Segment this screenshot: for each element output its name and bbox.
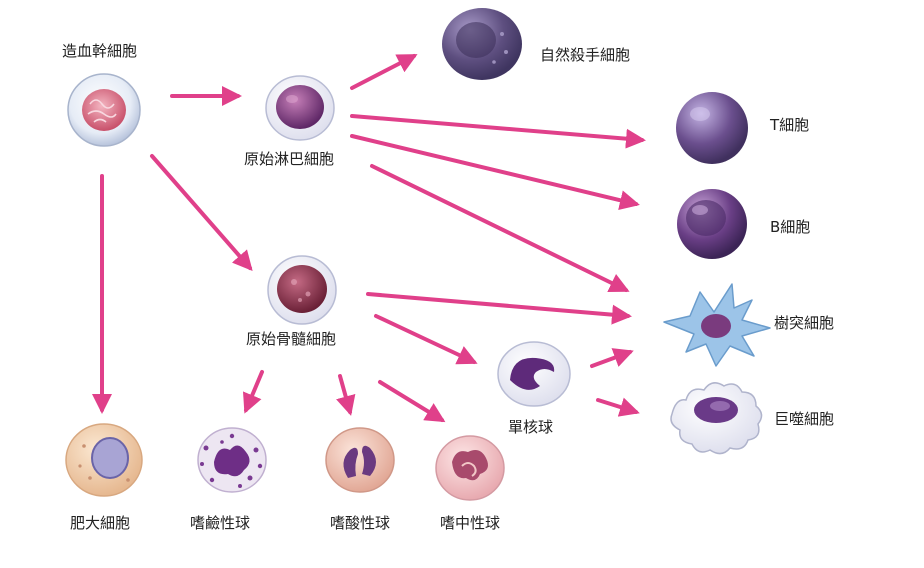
lymphoid-progenitor-icon — [265, 75, 335, 141]
stem-cell-icon — [67, 73, 141, 147]
label-t-cell: T細胞 — [770, 116, 810, 134]
myeloid-progenitor-icon — [267, 255, 337, 325]
arrow-myeloid-to-monocyte — [374, 314, 478, 365]
label-macrophage: 巨噬細胞 — [774, 410, 835, 428]
label-eosinophil: 嗜酸性球 — [330, 514, 391, 532]
arrow-lymphoid-to-dendritic — [370, 164, 630, 292]
dendritic-cell-icon — [663, 283, 771, 367]
label-stem-cell: 造血幹細胞 — [62, 42, 138, 60]
neutrophil-icon — [435, 435, 505, 501]
label-mast-cell: 肥大細胞 — [70, 514, 131, 532]
label-b-cell: B細胞 — [770, 218, 811, 236]
basophil-icon — [197, 427, 267, 493]
b-cell-icon — [677, 189, 747, 259]
arrow-myeloid-to-dendritic — [366, 292, 632, 325]
arrow-lymphoid-to-b — [350, 134, 640, 210]
label-basophil: 嗜鹼性球 — [190, 514, 251, 532]
arrow-myeloid-to-neutrophil — [378, 380, 446, 423]
arrow-myeloid-to-basophil — [242, 370, 264, 414]
arrow-lymphoid-to-t — [350, 114, 646, 149]
arrow-stem-to-myeloid — [150, 154, 253, 272]
arrows — [92, 54, 646, 423]
mast-cell-icon — [65, 423, 143, 497]
label-lymphoid-progenitor: 原始淋巴細胞 — [244, 150, 335, 168]
monocyte-icon — [497, 341, 571, 407]
label-monocyte: 單核球 — [508, 418, 554, 436]
label-neutrophil: 嗜中性球 — [440, 514, 501, 532]
arrow-myeloid-to-eosinophil — [336, 374, 356, 416]
label-nk-cell: 自然殺手細胞 — [540, 46, 631, 64]
macrophage-icon — [670, 382, 763, 455]
label-dendritic-cell: 樹突細胞 — [774, 314, 835, 332]
label-myeloid-progenitor: 原始骨髓細胞 — [246, 330, 337, 348]
nk-cell-icon — [442, 8, 522, 80]
eosinophil-icon — [325, 427, 395, 493]
arrow-monocyte-to-dendritic — [590, 348, 634, 368]
t-cell-icon — [676, 92, 748, 164]
arrow-lymphoid-to-nk — [350, 54, 418, 90]
arrow-monocyte-to-macrophage — [596, 397, 640, 417]
